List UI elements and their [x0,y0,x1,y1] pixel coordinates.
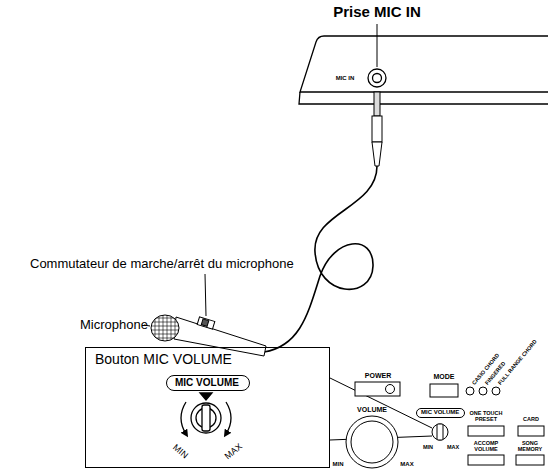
callout-box: Bouton MIC VOLUME MIC VOLUME [85,347,330,468]
control-panel [346,382,544,468]
part-name: Microphone [80,318,148,332]
panel-label: SONG MEMORY [515,440,545,452]
max-label: MAX [223,442,244,462]
knob-name-capsule: MIC VOLUME [166,375,250,391]
panel-label: POWER [365,372,391,380]
panel-label: VOLUME [357,406,387,414]
callout-knob [181,393,231,434]
leader-line [377,24,378,67]
panel-label: CARD [523,416,539,422]
jack-label: MIC IN [336,75,355,82]
max-label: MAX [400,461,413,468]
panel-label: ACCOMP VOLUME [466,440,506,452]
min-label: MIN [423,444,433,450]
node-text: MIC VOLUME [421,409,460,417]
min-label: MIN [333,461,344,468]
keyboard-body [299,36,548,104]
part-name: Commutateur de marche/arrêt du microphon… [30,257,294,271]
panel-label: ONE TOUCH PRESET [466,410,506,422]
microphone [150,314,266,356]
node-text: Bouton MIC VOLUME [95,351,320,367]
plug [372,92,382,166]
knob-name-capsule: MIC VOLUME [416,408,465,418]
node-text: MIC VOLUME [175,377,241,389]
max-label: MAX [447,444,459,450]
leader-line [205,274,206,316]
jack-title: Prise MIC IN [333,4,421,21]
min-label: MIN [171,443,190,461]
panel-label: MODE [434,373,455,381]
